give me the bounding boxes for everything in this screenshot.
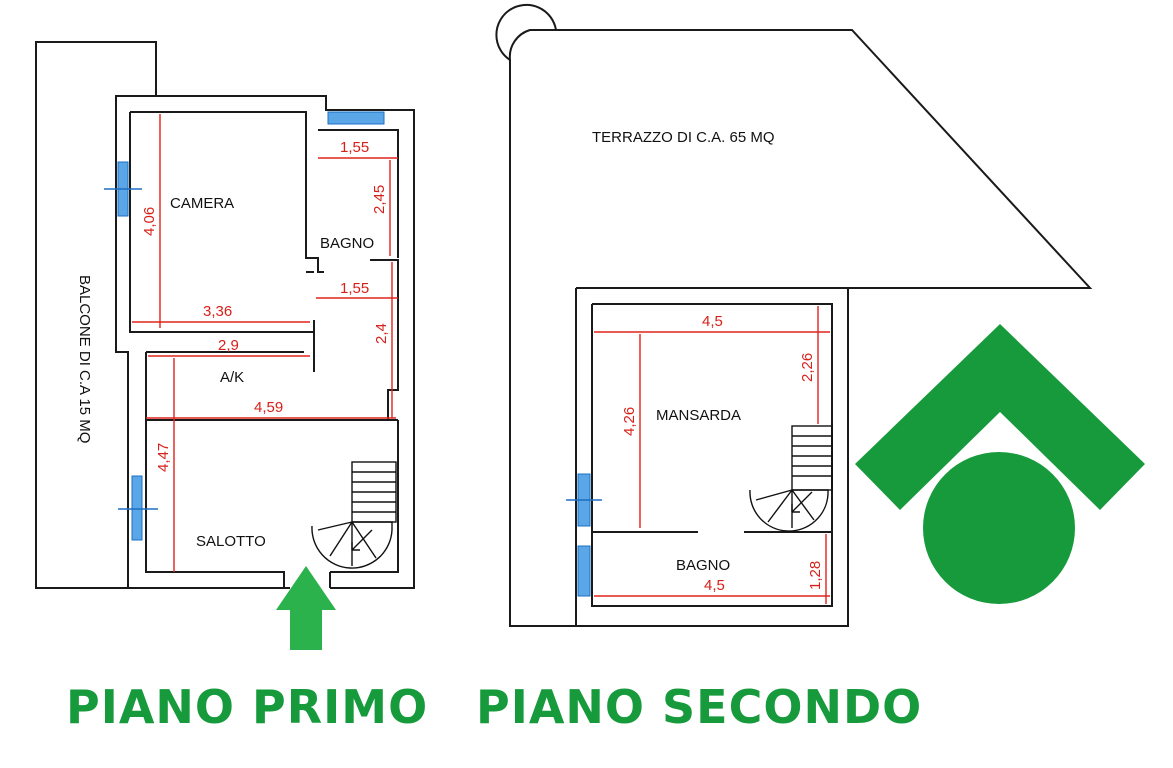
balcony-outline xyxy=(35,41,157,589)
balcony-label: BALCONE DI C.A 15 MQ xyxy=(76,275,93,443)
house-roof-with-circle-logo xyxy=(855,324,1145,604)
dim-bagno2-h: 1,28 xyxy=(807,561,824,590)
floor2-title: PIANO SECONDO xyxy=(476,680,923,734)
dim-hall-w: 1,55 xyxy=(340,280,369,297)
room-camera: CAMERA xyxy=(170,195,234,212)
terrace-outline xyxy=(508,29,1093,627)
floor1-title: PIANO PRIMO xyxy=(66,680,429,734)
window-bagno2 xyxy=(577,545,591,597)
dim-stair-h: 2,26 xyxy=(799,353,816,382)
room-ak: A/K xyxy=(220,369,244,386)
floor1-spiral-stair xyxy=(311,461,397,569)
floor1-inner-wall xyxy=(129,111,399,588)
dim-bagno-h: 2,45 xyxy=(371,185,388,214)
entrance-arrow-icon xyxy=(276,566,336,650)
dim-bagno-w: 1,55 xyxy=(340,139,369,156)
floor1-outer-wall xyxy=(116,95,415,589)
dim-bagno2-w: 4,5 xyxy=(704,577,725,594)
dim-mansarda-h: 4,26 xyxy=(621,407,638,436)
floor2-plan: TERRAZZO DI C.A. 65 MQ 4,5 4,26 2,26 4,5… xyxy=(495,3,1093,627)
dim-camera-w: 3,36 xyxy=(203,303,232,320)
room-bagno: BAGNO xyxy=(320,235,374,252)
mansarda-outer-wall xyxy=(575,287,848,626)
floor1-plan: BALCONE DI C.A 15 MQ 4,06 3,36 1,55 2,45… xyxy=(35,41,415,650)
room-mansarda: MANSARDA xyxy=(656,407,741,424)
dim-hall-h: 2,4 xyxy=(373,323,390,344)
window-salotto xyxy=(131,475,143,541)
dim-camera-h: 4,06 xyxy=(141,207,158,236)
floor2-spiral-stair xyxy=(749,425,833,532)
terrace-label: TERRAZZO DI C.A. 65 MQ xyxy=(592,129,775,146)
dim-salotto-h: 4,47 xyxy=(155,443,172,472)
dim-mansarda-w: 4,5 xyxy=(702,313,723,330)
terrace-corner-arc xyxy=(495,3,557,61)
window-bagno xyxy=(327,111,385,125)
dim-ak-w: 2,9 xyxy=(218,337,239,354)
room-salotto: SALOTTO xyxy=(196,533,266,550)
dim-salotto-w: 4,59 xyxy=(254,399,283,416)
room-bagno2: BAGNO xyxy=(676,557,730,574)
